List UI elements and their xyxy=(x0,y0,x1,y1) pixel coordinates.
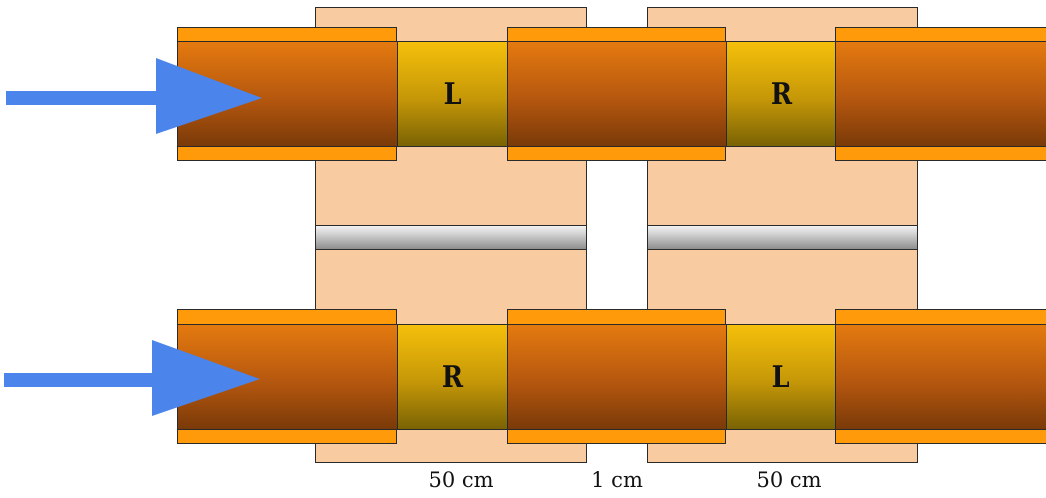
bottom-right-coupling: L xyxy=(726,324,836,430)
bottom-flange-2-lower xyxy=(507,428,726,444)
bottom-pipe-segment-3 xyxy=(835,324,1046,430)
bottom-flange-1-lower xyxy=(177,428,397,444)
right-connecting-rod xyxy=(647,225,918,250)
coupling-label: L xyxy=(772,359,790,395)
bottom-flange-3-lower xyxy=(835,428,1046,444)
bottom-flange-3-upper xyxy=(835,309,1046,325)
top-right-coupling: R xyxy=(726,41,836,147)
bottom-left-coupling: R xyxy=(397,324,508,430)
top-flange-1-lower xyxy=(177,145,397,161)
top-flange-2-lower xyxy=(507,145,726,161)
top-pipe-segment-3 xyxy=(835,41,1046,147)
coupling-label: R xyxy=(441,359,464,395)
right-width-dimension: 50 cm xyxy=(756,468,822,492)
coupling-label: L xyxy=(443,76,462,112)
coupling-label: R xyxy=(770,76,792,112)
bottom-flange-1-upper xyxy=(177,309,397,325)
gap-dimension: 1 cm xyxy=(591,468,643,492)
bottom-pipe-segment-2 xyxy=(507,324,727,430)
left-width-dimension: 50 cm xyxy=(428,468,494,492)
bottom-input-arrow-icon xyxy=(4,340,260,416)
left-connecting-rod xyxy=(315,225,587,250)
top-left-coupling: L xyxy=(397,41,508,147)
top-flange-3-lower xyxy=(835,145,1046,161)
bottom-flange-2-upper xyxy=(507,309,726,325)
top-pipe-segment-2 xyxy=(507,41,727,147)
top-input-arrow-icon xyxy=(6,58,262,134)
